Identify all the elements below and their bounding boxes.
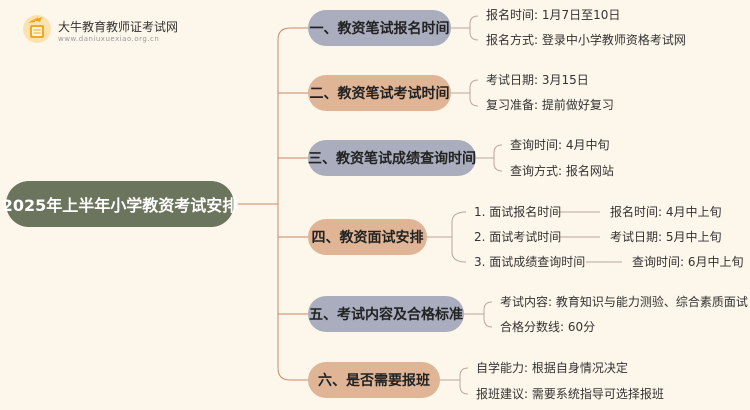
leaf-self-study: 自学能力: 根据自身情况决定 — [476, 361, 628, 375]
interview-item-score: 3. 面试成绩查询时间 — [474, 255, 586, 269]
leaf-query-time: 查询时间: 4月中旬 — [510, 138, 610, 152]
interview-detail-registration: 报名时间: 4月中上旬 — [610, 205, 722, 219]
leaf-exam-prep: 复习准备: 提前做好复习 — [486, 98, 614, 112]
branch-5-content-standard: 五、考试内容及合格标准 — [308, 296, 464, 332]
leaf-query-method: 查询方式: 报名网站 — [510, 164, 614, 178]
site-url: www.daniuxuexiao.org.cn — [58, 35, 160, 43]
mindmap-root: 2025年上半年小学教资考试安排 — [2, 181, 238, 227]
leaf-exam-content: 考试内容: 教育知识与能力测验、综合素质面试 — [500, 295, 748, 309]
branch-2-written-exam: 二、教资笔试考试时间 — [308, 75, 451, 111]
book-logo-icon — [23, 15, 51, 43]
leaf-exam-date: 考试日期: 3月15日 — [486, 73, 589, 87]
branch-3-score-query: 三、教资笔试成绩查询时间 — [308, 140, 476, 176]
leaf-class-advice: 报班建议: 需要系统指导可选择报班 — [476, 387, 664, 401]
site-name: 大牛教育教师证考试网 — [58, 20, 179, 34]
site-logo: 大牛教育教师证考试网 www.daniuxuexiao.org.cn — [22, 14, 182, 48]
interview-item-registration: 1. 面试报名时间 — [474, 205, 562, 219]
interview-detail-exam: 考试日期: 5月中上旬 — [610, 230, 722, 244]
interview-detail-score: 查询时间: 6月中上旬 — [632, 255, 744, 269]
branch-6-training-class: 六、是否需要报班 — [308, 362, 440, 398]
interview-item-exam: 2. 面试考试时间 — [474, 230, 562, 244]
leaf-registration-time: 报名时间: 1月7日至10日 — [486, 8, 621, 22]
leaf-registration-method: 报名方式: 登录中小学教师资格考试网 — [486, 33, 686, 47]
branch-4-interview: 四、教资面试安排 — [308, 219, 427, 255]
branch-1-registration: 一、教资笔试报名时间 — [308, 10, 451, 46]
leaf-pass-score: 合格分数线: 60分 — [500, 320, 596, 334]
